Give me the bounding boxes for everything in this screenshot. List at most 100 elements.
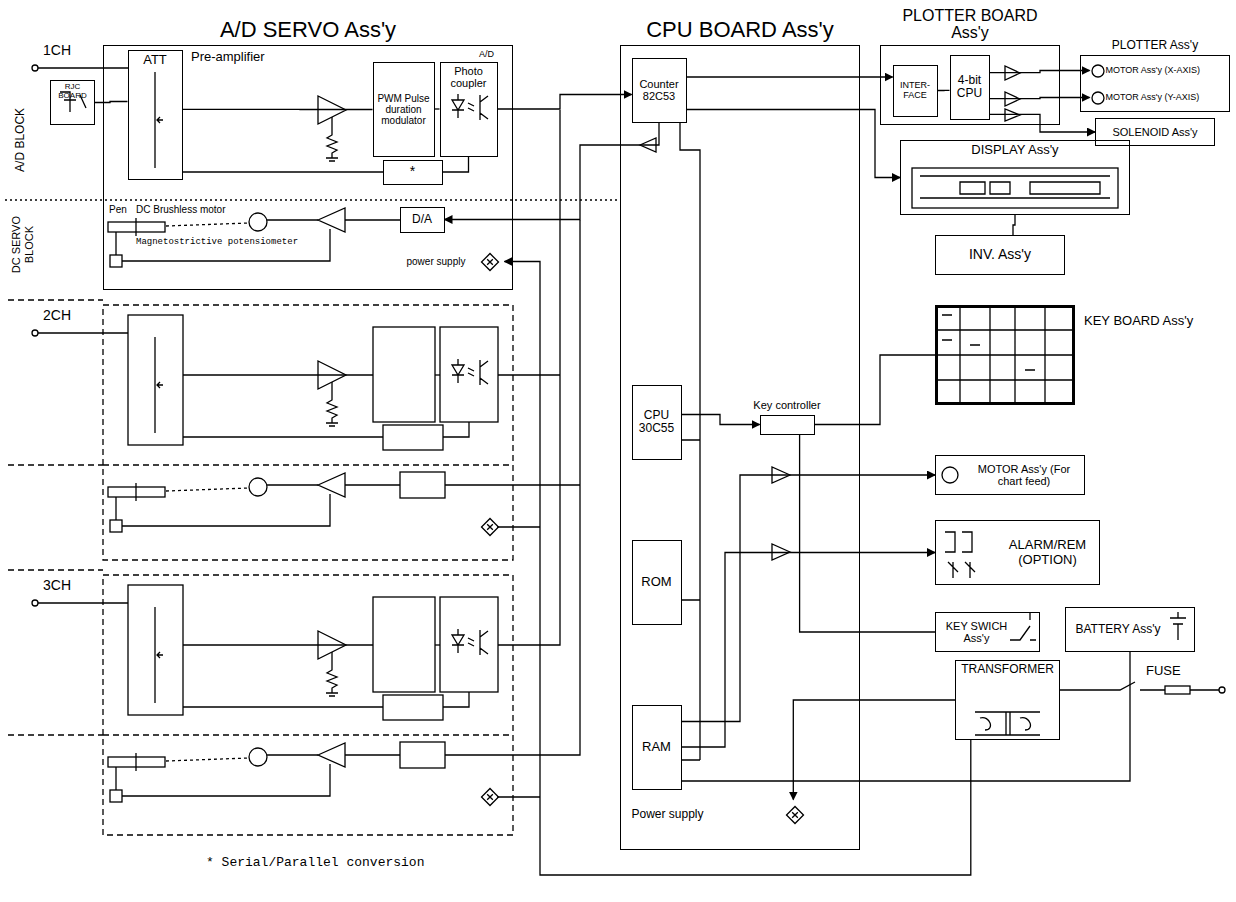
node-label: INV. Ass'y: [969, 247, 1031, 262]
heading: CPU BOARD Ass'y: [646, 18, 834, 42]
node-label: ATT: [143, 53, 167, 67]
transformer-box: TRANSFORMER: [955, 660, 1060, 740]
node-label: *: [410, 164, 415, 179]
node-label: ALARM/REM (OPTION): [998, 538, 1097, 567]
display-box: DISPLAY Ass'y: [900, 140, 1130, 215]
line-shape: [103, 734, 513, 735]
cpu-box: 4-bit CPU: [950, 55, 990, 120]
text-label: 1CH: [42, 42, 72, 58]
node-label: MOTOR Ass'y (Y-AXIS): [1106, 93, 1200, 103]
controller-box: Key controller: [760, 415, 815, 435]
path-shape: [1060, 682, 1219, 690]
path-shape: [1170, 612, 1186, 640]
node-label: MOTOR Ass'y (X-AXIS): [1106, 66, 1201, 76]
motor-unit: MOTOR Ass'y (Y-AXIS): [1090, 86, 1220, 110]
circle-shape: [1219, 687, 1225, 693]
polygon-shape: [1005, 109, 1020, 121]
path-shape: [975, 712, 1040, 735]
node-label: BATTERY Ass'y: [1076, 623, 1161, 636]
node-label: TRANSFORMER: [961, 663, 1054, 676]
dac-box: D/A: [400, 207, 445, 233]
line-shape: [8, 569, 103, 570]
converter-box: *: [383, 160, 443, 185]
circle-shape: [1092, 65, 1104, 77]
node-label: 4-bit CPU: [953, 74, 987, 100]
connector: [800, 435, 935, 633]
cpu-box: CPU 30C55: [632, 385, 682, 460]
text-label: 2CH: [42, 307, 72, 323]
line-shape: [103, 464, 513, 465]
power-supply: Power supply: [630, 800, 810, 830]
assembly-box: PLOTTER BOARD Ass'yINTER-FACE4-bit CPU: [880, 45, 1060, 125]
rect-shape: [912, 168, 1118, 208]
heading: KEY BOARD Ass'y: [1084, 314, 1214, 328]
text-label: Magnetostrictive potensiometer: [135, 237, 299, 247]
connector: [938, 90, 950, 91]
node-label: ROM: [641, 575, 671, 589]
use-shape: [32, 600, 488, 802]
assembly-box: CPU BOARD Ass'yCounter 82C53CPU 30C55ROM…: [620, 45, 860, 850]
line-shape: [5, 199, 620, 200]
text-label: Pre-amplifier: [190, 50, 266, 65]
node-label: Photo coupler: [443, 65, 495, 89]
connector: [443, 157, 469, 173]
block-label: DC SERVO BLOCK: [10, 209, 35, 281]
interface-box: INTER-FACE: [893, 65, 938, 117]
node-label: Counter 82C53: [635, 78, 684, 102]
use-shape: [32, 65, 488, 267]
node-label: PWM Pulse duration modulator: [376, 93, 432, 126]
block-label: A/D BLOCK: [14, 94, 28, 186]
rect-shape: [103, 305, 513, 560]
text-label: FUSE: [1145, 664, 1182, 679]
connector: [498, 95, 632, 110]
assembly-box: PLOTTER Ass'yMOTOR Ass'y (X-AXIS)MOTOR A…: [1080, 55, 1230, 112]
node-label: power supply: [407, 256, 466, 267]
node-label: MOTOR Ass'y (For chart feed): [966, 463, 1082, 487]
node-label: RAM: [642, 740, 671, 754]
connector: [183, 109, 373, 110]
connector: [990, 98, 1090, 99]
motor-box: MOTOR Ass'y (For chart feed): [935, 455, 1085, 495]
switch-box: KEY SWICH Ass'y: [935, 612, 1040, 652]
node-label: Power supply: [632, 808, 704, 821]
attenuator-box: ATT: [128, 50, 183, 180]
modulator-box: PWM Pulse duration modulator: [373, 62, 435, 157]
node-label: CPU 30C55: [635, 409, 679, 435]
node-label: KEY SWICH Ass'y: [938, 620, 1015, 644]
path-shape: [498, 110, 560, 645]
node-label: DISPLAY Ass'y: [971, 143, 1058, 157]
connector: [682, 415, 760, 425]
solenoid-box: SOLENOID Ass'y: [1095, 118, 1215, 146]
connector: [687, 76, 893, 77]
rect-shape: [1165, 686, 1190, 694]
path-shape: [497, 527, 540, 797]
line-shape: [8, 299, 103, 300]
text-label: Pen: [108, 204, 128, 216]
inverter-box: INV. Ass'y: [935, 235, 1065, 275]
counter-box: Counter 82C53: [632, 58, 687, 123]
use-shape: [128, 585, 498, 768]
rect-shape: [103, 575, 513, 835]
use-shape: [32, 330, 488, 532]
node-label: INTER-FACE: [896, 81, 935, 101]
use-shape: [787, 807, 804, 824]
connector: [990, 114, 1096, 132]
connector: [1013, 215, 1015, 235]
text-label: 3CH: [42, 577, 72, 593]
use-shape: [482, 789, 499, 806]
use-shape: [128, 315, 498, 498]
line-shape: [8, 464, 103, 465]
alarm-box: ALARM/REM (OPTION): [935, 520, 1100, 585]
keyboard-box: KEY BOARD Ass'y: [935, 305, 1075, 405]
use-shape: [482, 519, 499, 536]
connector: [682, 475, 936, 722]
power-supply: power supply: [405, 248, 505, 276]
heading: Key controller: [753, 399, 820, 411]
path-shape: [445, 220, 580, 755]
battery-box: BATTERY Ass'y: [1065, 607, 1195, 652]
connector: [682, 553, 936, 748]
path-shape: [1010, 612, 1036, 640]
